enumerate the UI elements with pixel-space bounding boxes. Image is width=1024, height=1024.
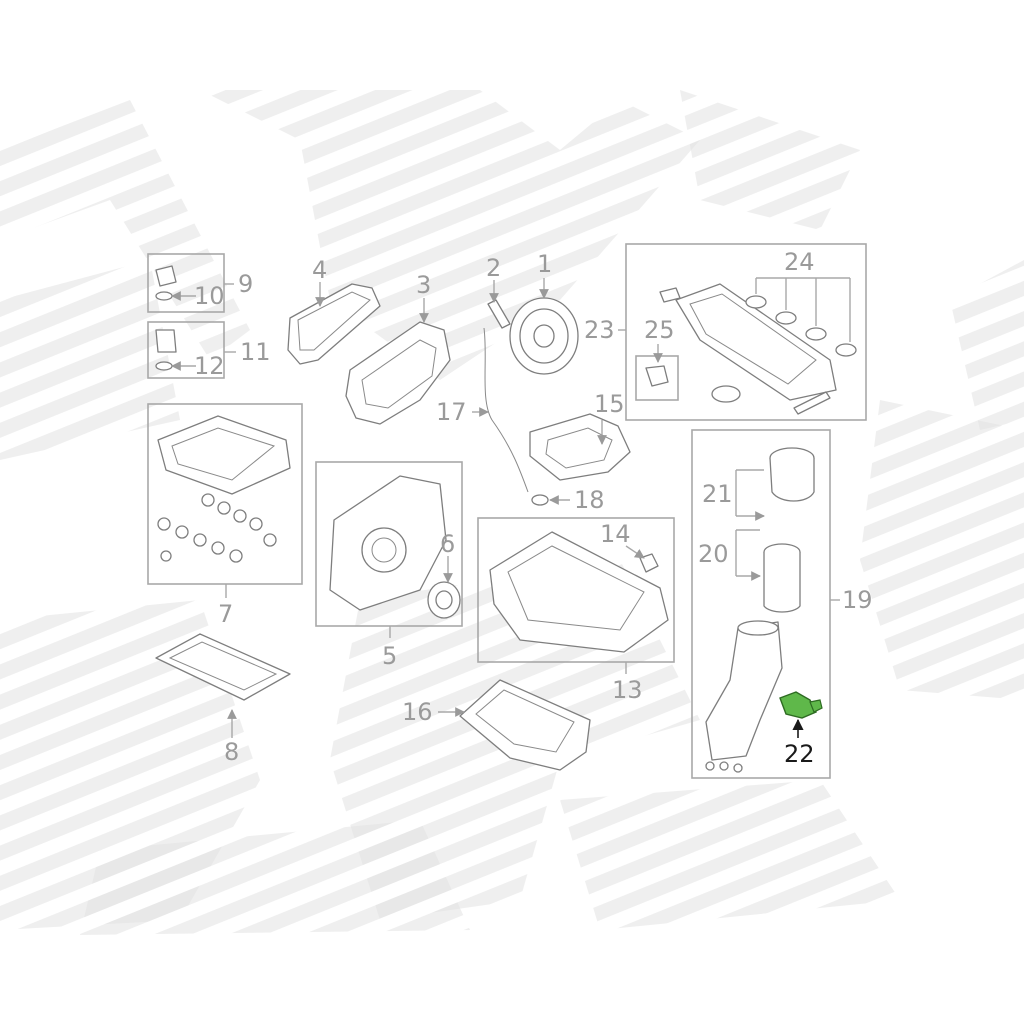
callout-23: 23 bbox=[584, 316, 615, 344]
group-box-23 bbox=[625, 243, 867, 421]
lower-oil-pan-part bbox=[459, 679, 591, 771]
callout-12: 12 bbox=[194, 352, 225, 380]
callout-11: 11 bbox=[240, 338, 271, 366]
callout-19: 19 bbox=[842, 586, 873, 614]
rear-seal-part bbox=[427, 581, 461, 619]
callout-labels: 1 2 3 4 5 6 7 8 9 10 11 12 13 14 15 16 1… bbox=[194, 248, 873, 768]
group-box-5 bbox=[315, 461, 463, 627]
callout-24: 24 bbox=[784, 248, 815, 276]
callout-6: 6 bbox=[440, 530, 455, 558]
callout-7: 7 bbox=[218, 600, 233, 628]
callout-18: 18 bbox=[574, 486, 605, 514]
highlighted-part-22 bbox=[779, 691, 823, 719]
callout-3: 3 bbox=[416, 271, 431, 299]
leader-lines bbox=[171, 277, 851, 738]
callout-5: 5 bbox=[382, 642, 397, 670]
cover-gasket-part bbox=[287, 283, 381, 365]
drain-plug-part bbox=[155, 265, 177, 301]
timing-cover-part bbox=[345, 321, 451, 425]
callout-2: 2 bbox=[486, 254, 501, 282]
group-box-19 bbox=[691, 429, 831, 779]
filter-housing-part bbox=[705, 620, 783, 773]
group-box-11 bbox=[147, 321, 225, 379]
callout-13: 13 bbox=[612, 676, 643, 704]
filter-cap-part bbox=[769, 447, 815, 502]
intake-manifold-part bbox=[659, 283, 837, 415]
oil-pump-part bbox=[529, 413, 631, 481]
watermark-logo bbox=[0, 90, 1024, 935]
map-sensor-part bbox=[645, 365, 669, 387]
seal-part bbox=[531, 494, 549, 506]
callout-17: 17 bbox=[436, 398, 467, 426]
upper-oil-pan-part bbox=[489, 531, 669, 653]
crankshaft-pulley-part bbox=[509, 297, 579, 375]
callout-8: 8 bbox=[224, 738, 239, 766]
oil-pan-gasket-part bbox=[155, 633, 291, 701]
callout-21: 21 bbox=[702, 480, 733, 508]
callout-10: 10 bbox=[194, 282, 225, 310]
group-box-7 bbox=[147, 403, 303, 585]
rear-cover-part bbox=[329, 475, 447, 611]
intake-gaskets-part bbox=[745, 295, 857, 357]
dipstick-tube-part bbox=[483, 327, 529, 493]
sensor-part bbox=[155, 329, 177, 371]
group-box-13 bbox=[477, 517, 675, 663]
callout-4: 4 bbox=[312, 256, 327, 284]
callout-15: 15 bbox=[594, 390, 625, 418]
callout-25: 25 bbox=[644, 316, 675, 344]
bedplate-part bbox=[157, 415, 291, 563]
callout-16: 16 bbox=[402, 698, 433, 726]
callout-9: 9 bbox=[238, 270, 253, 298]
callout-20: 20 bbox=[698, 540, 729, 568]
oil-filter-part bbox=[763, 543, 801, 613]
group-box-9 bbox=[147, 253, 225, 313]
callout-1: 1 bbox=[537, 250, 552, 278]
callout-14: 14 bbox=[600, 520, 631, 548]
callout-22: 22 bbox=[784, 740, 815, 768]
